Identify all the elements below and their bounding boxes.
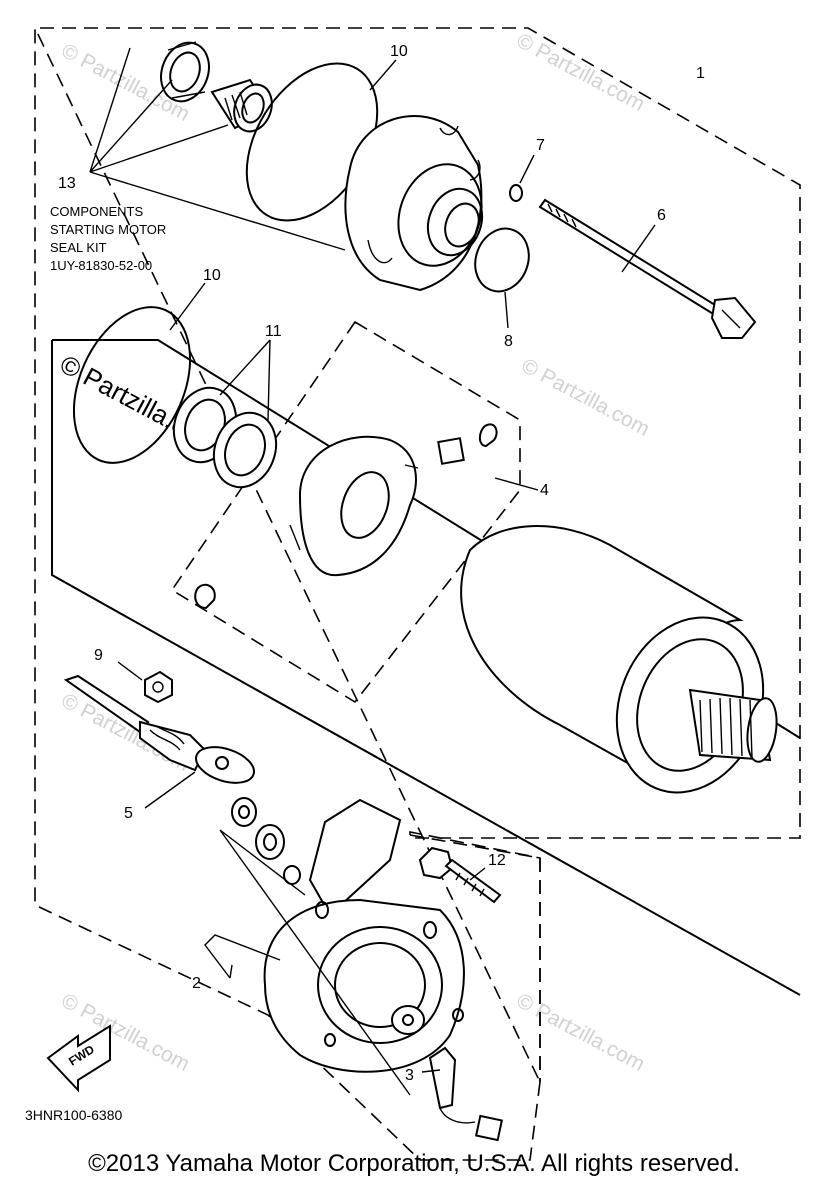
callout-12: 12 (488, 852, 506, 869)
leader-line (504, 291, 509, 329)
callout-1: 1 (696, 65, 705, 82)
washers (172, 386, 278, 489)
fwd-arrow-icon: FWD (46, 1024, 111, 1093)
leader-line (117, 661, 143, 681)
leader-line (219, 829, 411, 1096)
kit-note-line4: 1UY-81830-52-00 (50, 258, 152, 273)
callout-10-lower: 10 (203, 267, 221, 284)
callout-10-upper: 10 (390, 43, 408, 60)
leader-line (621, 224, 656, 273)
copyright-notice: ©2013 Yamaha Motor Corporation, U.S.A. A… (88, 1150, 740, 1177)
terminal-cable (63, 674, 255, 784)
oil-seal (160, 41, 210, 103)
nut (144, 670, 173, 704)
brush-holder-box-dashed (170, 320, 521, 704)
front-cover (344, 115, 484, 292)
leader-line (469, 867, 486, 881)
watermark: © Partzilla.com (518, 354, 654, 441)
leader-line (519, 154, 535, 184)
seal-kit-note: COMPONENTS STARTING MOTOR SEAL KIT 1UY-8… (50, 204, 166, 273)
callout-3: 3 (405, 1067, 414, 1084)
leader-line (219, 339, 271, 421)
leader-line (169, 282, 206, 331)
insulator-washer (231, 797, 257, 827)
brush-plate (194, 423, 498, 610)
bolt-box-dashed (409, 834, 541, 1082)
leader-line (144, 771, 196, 809)
leader-line (204, 934, 281, 979)
leader-line (369, 59, 397, 91)
needle-bearing (210, 78, 273, 133)
leader-line (421, 1069, 441, 1073)
insulator-washer-hole (238, 805, 250, 819)
callout-2: 2 (192, 975, 201, 992)
callout-9: 9 (94, 647, 103, 664)
through-bolt (538, 198, 757, 339)
watermark: © Partzilla.com (513, 29, 649, 116)
insulator-bushing (255, 824, 285, 860)
kit-note-line2: STARTING MOTOR (50, 222, 166, 237)
o-ring-lower (72, 306, 192, 464)
mounting-bolt (418, 846, 502, 904)
o-ring-8 (474, 227, 530, 293)
callout-7: 7 (536, 137, 545, 154)
brush-terminal (428, 1046, 504, 1142)
rear-cover (263, 798, 465, 1073)
callout-11: 11 (265, 323, 282, 340)
kit-note-line3: SEAL KIT (50, 240, 107, 255)
callout-13: 13 (58, 175, 76, 192)
yoke-armature (460, 525, 778, 794)
leader-line (89, 47, 346, 251)
callout-4: 4 (540, 482, 549, 499)
callout-5: 5 (124, 805, 133, 822)
callout-8: 8 (504, 333, 513, 350)
diagram-code: 3HNR100-6380 (25, 1107, 122, 1123)
small-o-ring (509, 184, 523, 202)
watermark: © Partzilla.com (513, 989, 649, 1076)
nut-hole (152, 681, 164, 693)
leader-line (494, 477, 539, 491)
kit-note-line1: COMPONENTS (50, 204, 144, 219)
insulator-bushing-hole (263, 833, 277, 851)
callouts: 1 2 3 4 5 6 7 8 9 10 10 11 12 13 (58, 43, 705, 1084)
small-o-ring-rear (283, 865, 301, 885)
callout-6: 6 (657, 207, 666, 224)
